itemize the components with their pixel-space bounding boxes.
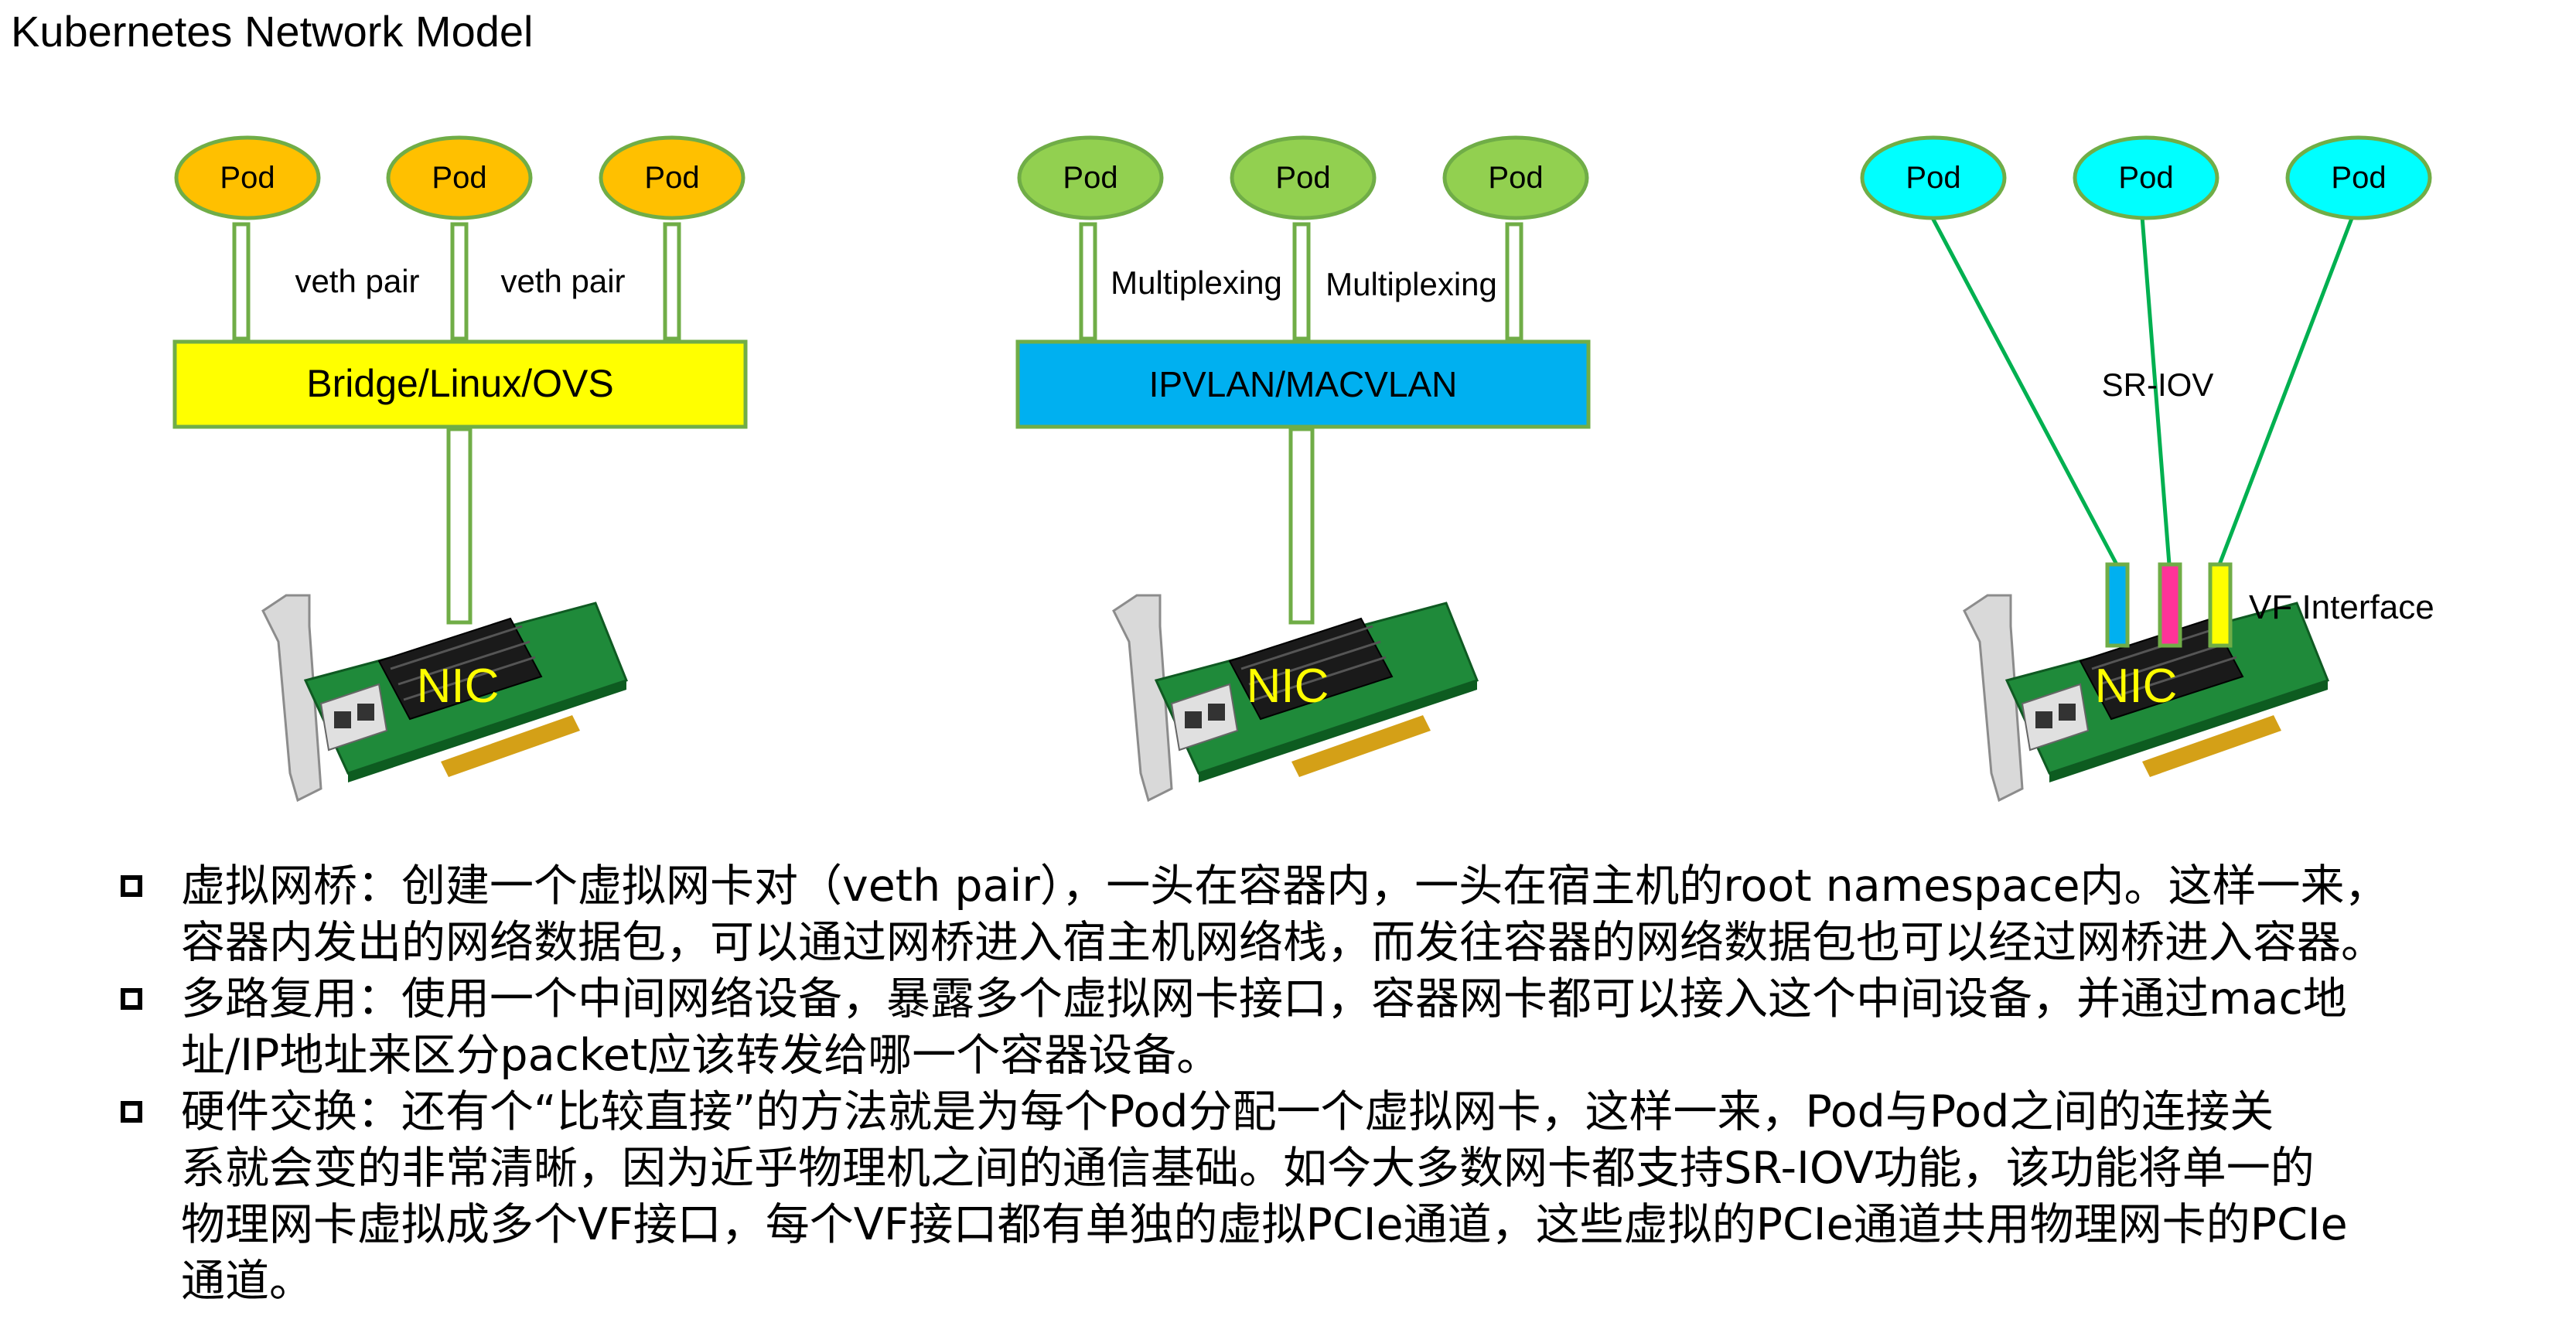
link-label: veth pair	[295, 263, 419, 299]
device-label: Bridge/Linux/OVS	[306, 362, 613, 405]
bullet-square-icon	[121, 875, 142, 897]
link-connector	[1288, 427, 1315, 625]
nic-label: NIC	[1247, 660, 1329, 713]
bullet-text-line: 多路复用：使用一个中间网络设备，暴露多个虚拟网卡接口，容器网卡都可以接入这个中间…	[181, 973, 2347, 1024]
bullet-text-line: 系就会变的非常清晰，因为近乎物理机之间的通信基础。如今大多数网卡都支持SR-IO…	[181, 1143, 2315, 1194]
panel-bridge: Pod Pod Pod veth pair veth pair Bridge/L…	[172, 135, 748, 802]
panel-sriov: Pod Pod Pod SR-IOV VF Interface NIC	[1860, 135, 2434, 802]
pod-node	[1860, 135, 2007, 220]
link-connector	[1079, 222, 1097, 341]
pod-node	[1442, 135, 1589, 220]
pod-node	[599, 135, 746, 220]
vf-interface-pink	[2158, 562, 2182, 648]
bullet-square-icon	[121, 988, 142, 1010]
bullet-text-line: 通道。	[181, 1256, 313, 1307]
pod-label: Pod	[220, 161, 275, 195]
device-label: IPVLAN/MACVLAN	[1149, 364, 1458, 404]
bullet-text-line: 容器内发出的网络数据包，可以通过网桥进入宿主机网络栈，而发往容器的网络数据包也可…	[181, 917, 2385, 968]
bullet-item: 虚拟网桥：创建一个虚拟网卡对（veth pair），一头在容器内，一头在宿主机的…	[116, 858, 2560, 971]
pod-node	[2285, 135, 2432, 220]
link-connector	[450, 222, 469, 341]
pod-node	[386, 135, 533, 220]
bullet-text-line: 物理网卡虚拟成多个VF接口，每个VF接口都有单独的虚拟PCIe通道，这些虚拟的P…	[181, 1199, 2348, 1250]
link-label: Multiplexing	[1111, 264, 1282, 301]
bullet-item: 多路复用：使用一个中间网络设备，暴露多个虚拟网卡接口，容器网卡都可以接入这个中间…	[116, 971, 2560, 1084]
bullet-text-line: 虚拟网桥：创建一个虚拟网卡对（veth pair），一头在容器内，一头在宿主机的…	[181, 861, 2389, 912]
page-title: Kubernetes Network Model	[11, 7, 534, 56]
multiplexing-device	[1015, 339, 1591, 429]
vf-interface-blue	[2105, 562, 2130, 648]
pod-label: Pod	[1063, 161, 1117, 195]
pod-label: Pod	[1906, 161, 1960, 195]
network-model-diagram: Pod Pod Pod veth pair veth pair Bridge/L…	[172, 135, 2434, 802]
link-connector	[1505, 222, 1523, 341]
link-connector	[446, 427, 473, 625]
sriov-label: SR-IOV	[2102, 366, 2214, 403]
pod-node	[1230, 135, 1377, 220]
link-connector	[663, 222, 681, 341]
vf-interface-label: VF Interface	[2249, 588, 2434, 626]
link-label: veth pair	[500, 263, 625, 299]
bullet-item: 硬件交换：还有个“比较直接”的方法就是为每个Pod分配一个虚拟网卡，这样一来，P…	[116, 1084, 2560, 1310]
vf-interface-yellow	[2208, 562, 2233, 648]
pod-label: Pod	[432, 161, 486, 195]
pod-label: Pod	[644, 161, 699, 195]
sriov-link	[2217, 210, 2357, 565]
pod-label: Pod	[1488, 161, 1543, 195]
pod-label: Pod	[2118, 161, 2173, 195]
bullet-text-line: 址/IP地址来区分packet应该转发给哪一个容器设备。	[181, 1030, 1221, 1081]
bullet-text-line: 硬件交换：还有个“比较直接”的方法就是为每个Pod分配一个虚拟网卡，这样一来，P…	[181, 1086, 2274, 1137]
pod-label: Pod	[1275, 161, 1330, 195]
nic-label: NIC	[2095, 660, 2178, 713]
link-label: Multiplexing	[1326, 266, 1497, 302]
pod-node	[1017, 135, 1164, 220]
sriov-link	[1923, 203, 2119, 566]
pod-node	[174, 135, 321, 220]
sriov-link	[2140, 216, 2172, 565]
link-connector	[232, 222, 251, 341]
panel-multiplexing: Pod Pod Pod Multiplexing Multiplexing IP…	[1015, 135, 1591, 802]
bullet-square-icon	[121, 1101, 142, 1123]
nic-label: NIC	[417, 660, 500, 713]
link-connector	[1292, 222, 1311, 341]
bridge-device	[172, 339, 748, 429]
bullet-list: 虚拟网桥：创建一个虚拟网卡对（veth pair），一头在容器内，一头在宿主机的…	[116, 858, 2560, 1310]
pod-label: Pod	[2331, 161, 2386, 195]
pod-node	[2073, 135, 2219, 220]
